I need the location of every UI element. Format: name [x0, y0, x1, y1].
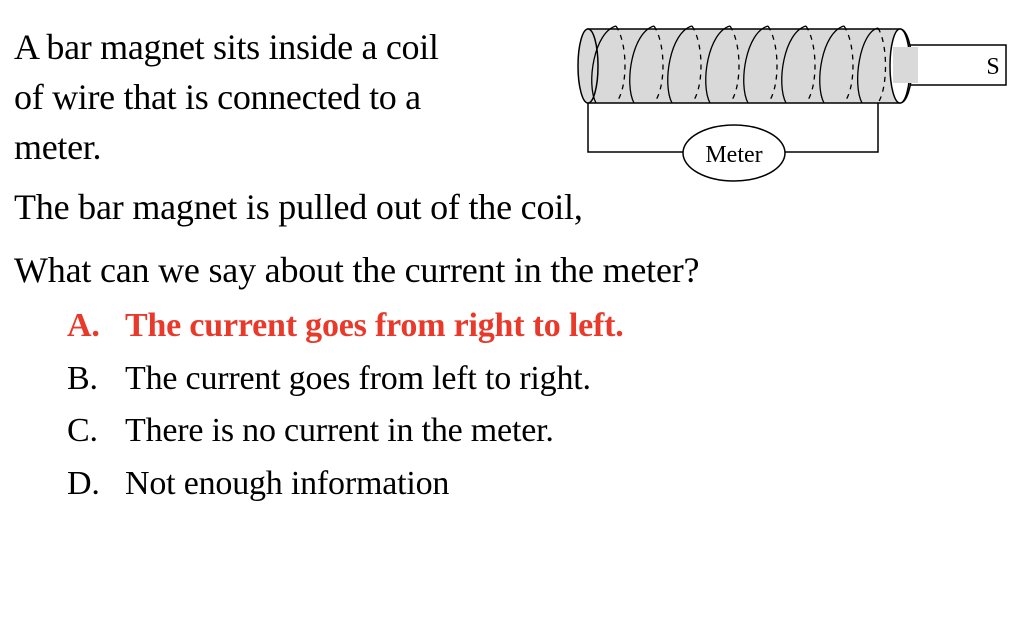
- option-d-text: Not enough information: [125, 464, 450, 502]
- answer-options: A. The current goes from right to left. …: [67, 300, 624, 510]
- right-wire: [784, 102, 879, 153]
- option-a[interactable]: A. The current goes from right to left.: [67, 300, 624, 353]
- option-d-letter: D.: [67, 464, 100, 502]
- question-text: What can we say about the current in the…: [14, 250, 700, 290]
- intro-line-3: meter.: [14, 127, 102, 167]
- meter: [682, 124, 786, 182]
- coil-tube: [587, 28, 913, 104]
- option-b[interactable]: B. The current goes from left to right.: [67, 353, 624, 406]
- coil-magnet-diagram: Meter S: [577, 25, 1007, 182]
- intro-line-2: of wire that is connected to a: [14, 77, 421, 117]
- option-a-text: The current goes from right to left.: [125, 307, 624, 344]
- left-wire: [587, 102, 684, 153]
- option-b-text: The current goes from left to right.: [125, 359, 591, 397]
- problem-statement: The bar magnet is pulled out of the coil…: [14, 187, 583, 227]
- intro-text: A bar magnet sits inside a coil of wire …: [14, 22, 554, 172]
- option-d[interactable]: D. Not enough information: [67, 458, 624, 511]
- intro-line-1: A bar magnet sits inside a coil: [14, 27, 439, 67]
- coil-windings: [591, 25, 887, 104]
- option-c-letter: C.: [67, 412, 98, 449]
- magnet-in-opening: [893, 47, 913, 83]
- option-c[interactable]: C. There is no current in the meter.: [67, 405, 624, 458]
- meter-label: Meter: [705, 142, 762, 168]
- option-a-letter: A.: [67, 307, 100, 344]
- option-c-text: There is no current in the meter.: [125, 412, 554, 449]
- option-b-letter: B.: [67, 359, 98, 397]
- magnet-pole-label: S: [986, 54, 999, 80]
- coil-left-end: [577, 28, 599, 104]
